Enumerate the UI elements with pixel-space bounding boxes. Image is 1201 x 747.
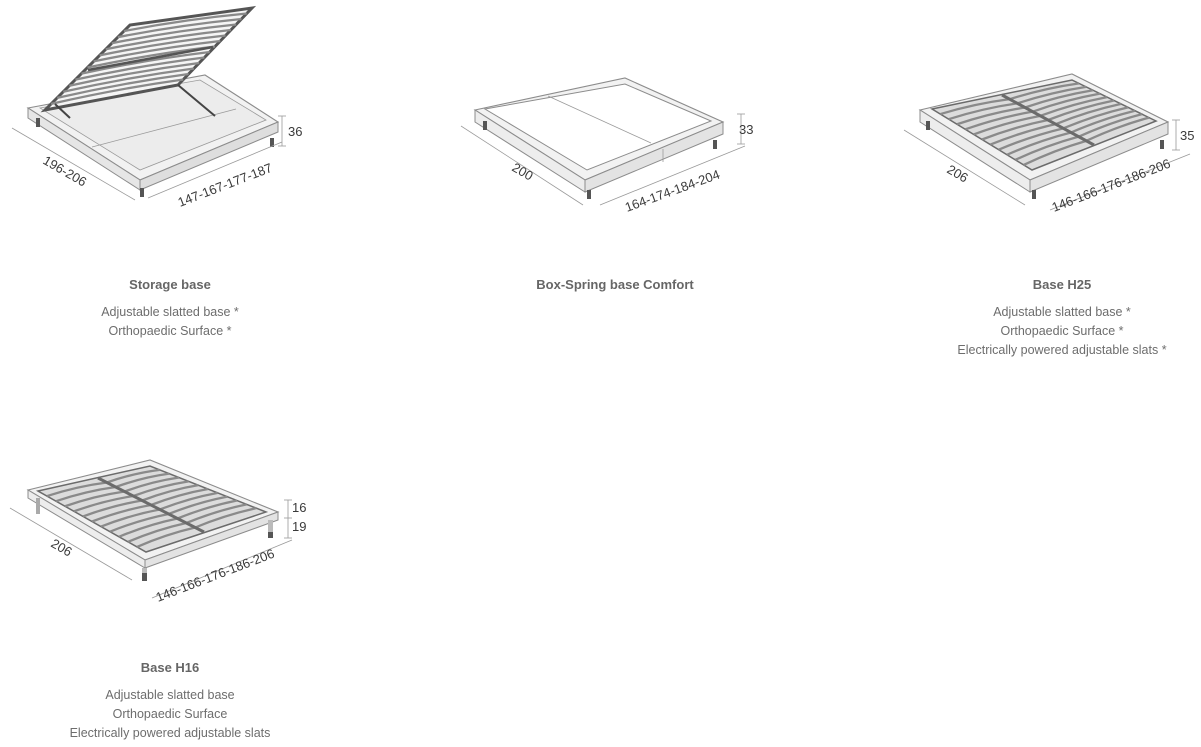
feature-line: Electrically powered adjustable slats — [69, 726, 271, 740]
feature-line: Adjustable slatted base * — [993, 305, 1131, 319]
slat — [82, 499, 143, 518]
slat — [1078, 113, 1143, 138]
box-spring-caption: Box-Spring base Comfort — [465, 277, 765, 303]
h16-frame-height-label: 16 — [292, 500, 306, 515]
product-base-h16: 206 146-166-176-186-206 16 19 Base H16 A… — [0, 440, 320, 745]
slat — [55, 485, 116, 503]
slat — [940, 98, 1010, 116]
slat — [1006, 131, 1072, 156]
slat — [1016, 85, 1087, 105]
slat — [948, 102, 1018, 121]
slat — [69, 61, 200, 87]
slat — [115, 472, 170, 489]
product-title: Storage base — [129, 277, 211, 292]
product-title: Box-Spring base Comfort — [536, 277, 694, 292]
slat — [62, 67, 195, 93]
box-spring-height-label: 33 — [739, 122, 753, 137]
slat — [123, 12, 247, 33]
box-spring-illustration: 200 164-174-184-204 33 — [460, 77, 753, 215]
slat — [964, 110, 1033, 131]
slat — [127, 521, 187, 543]
slat — [1014, 135, 1079, 161]
slat — [168, 495, 228, 516]
slat — [989, 123, 1056, 146]
slat — [1024, 89, 1094, 109]
slat — [56, 72, 189, 99]
base-h25-caption: Base H25 Adjustable slatted base * Ortho… — [912, 277, 1201, 360]
slat — [111, 23, 237, 45]
slat — [981, 118, 1049, 141]
base-h16-caption: Base H16 Adjustable slatted base Orthopa… — [20, 660, 320, 743]
base-h16-illustration: 206 146-166-176-186-206 16 19 — [9, 459, 306, 605]
slat — [1047, 99, 1115, 122]
product-title: Base H16 — [140, 660, 200, 675]
feature-line: Adjustable slatted base * — [101, 305, 239, 319]
product-box-spring-base: 200 164-174-184-204 33 Box-Spring base C… — [455, 0, 775, 300]
feature-line: Orthopaedic Surface * — [108, 324, 232, 338]
slat — [91, 503, 152, 523]
product-title: Base H25 — [1032, 277, 1092, 292]
storage-base-illustration: 196-206 147-167-177-187 36 — [11, 5, 302, 210]
box-spring-width-label: 164-174-184-204 — [623, 167, 722, 215]
slat — [194, 507, 257, 529]
slat — [973, 114, 1041, 136]
h25-height-label: 35 — [1180, 128, 1194, 143]
slat — [1055, 102, 1122, 126]
slat — [73, 494, 134, 513]
slat — [177, 499, 238, 520]
storage-base-caption: Storage base Adjustable slatted base * O… — [20, 277, 320, 341]
slat — [99, 34, 226, 57]
base-h25-illustration: 206 146-166-176-186-206 35 — [903, 73, 1194, 215]
slat — [150, 487, 209, 507]
h25-depth-label: 206 — [945, 162, 971, 186]
slat — [93, 39, 221, 63]
slat — [106, 468, 160, 484]
slat — [81, 50, 210, 75]
slat — [64, 490, 125, 508]
storage-depth-label: 196-206 — [41, 153, 90, 190]
box-spring-depth-label: 200 — [510, 160, 536, 184]
slat — [124, 476, 180, 493]
slat — [109, 512, 169, 533]
slat — [100, 508, 161, 528]
feature-line: Electrically powered adjustable slats * — [957, 343, 1167, 357]
h16-leg-height-label: 19 — [292, 519, 306, 534]
feature-line: Adjustable slatted base — [105, 688, 235, 702]
storage-height-label: 36 — [288, 124, 302, 139]
slat — [132, 480, 189, 498]
slat — [50, 78, 184, 106]
slat — [1009, 82, 1080, 101]
feature-line: Orthopaedic Surface * — [1000, 324, 1124, 338]
slat — [117, 17, 242, 39]
slat — [46, 481, 107, 498]
product-base-h25: 206 146-166-176-186-206 35 Base H25 Adju… — [900, 0, 1200, 360]
h16-depth-label: 206 — [49, 536, 75, 560]
slat — [1085, 116, 1150, 142]
slat — [136, 526, 196, 548]
slat — [141, 484, 199, 502]
slat — [1070, 109, 1136, 134]
feature-line: Orthopaedic Surface — [112, 707, 228, 721]
slat — [118, 517, 178, 538]
slat — [105, 28, 231, 51]
slat — [1032, 92, 1101, 113]
slat — [998, 127, 1064, 151]
slat — [1062, 106, 1129, 130]
slat — [185, 503, 247, 525]
product-storage-base: 196-206 147-167-177-187 36 Storage base … — [0, 0, 320, 345]
slat — [956, 106, 1026, 126]
slat — [1039, 95, 1108, 117]
slat — [75, 56, 205, 81]
slat — [1023, 139, 1087, 166]
slat — [159, 491, 218, 511]
